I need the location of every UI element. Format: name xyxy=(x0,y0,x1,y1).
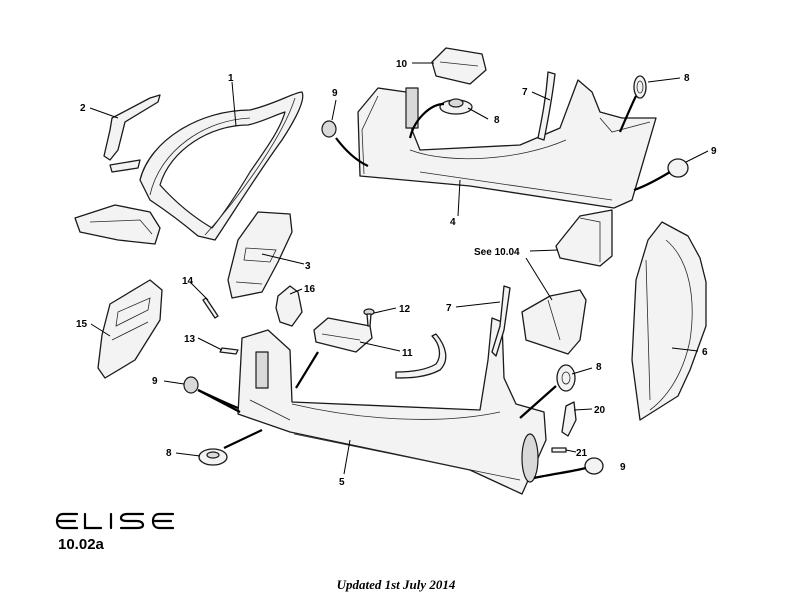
callout-15: 15 xyxy=(76,319,88,330)
callout-13: 13 xyxy=(184,334,196,345)
callout-7-upper: 7 xyxy=(522,87,528,98)
grommet-9-lower-left xyxy=(183,376,199,394)
callout-11: 11 xyxy=(402,348,413,359)
callout-12: 12 xyxy=(399,304,411,315)
callout-10: 10 xyxy=(396,59,408,70)
callout-9-upper-right: 9 xyxy=(711,146,717,157)
callout-1: 1 xyxy=(228,73,234,84)
callout-labels: 1 2 3 4 5 6 7 7 8 8 8 8 9 9 9 9 10 11 12… xyxy=(76,59,717,488)
callout-8-upper-mid: 8 xyxy=(494,115,500,126)
part-11-gasket xyxy=(313,317,373,353)
elise-logo xyxy=(55,512,175,530)
grommet-9-upper-right xyxy=(667,158,689,178)
callout-5: 5 xyxy=(339,477,345,488)
callout-9-lower-right: 9 xyxy=(620,462,626,473)
part-5-lower-sill xyxy=(237,317,547,495)
part-2-bracket xyxy=(103,94,161,173)
callout-9-lower-left: 9 xyxy=(152,376,158,387)
updated-date: Updated 1st July 2014 xyxy=(336,577,456,592)
figure-reference: 10.02a xyxy=(58,536,104,553)
duct-see-10-04-lower xyxy=(521,289,587,355)
callout-8-lower-left: 8 xyxy=(166,448,172,459)
part-14-pin xyxy=(202,297,219,319)
part-1-front-arch xyxy=(74,91,304,245)
part-3-side-vent xyxy=(227,211,293,299)
part-7-seal-upper xyxy=(537,71,556,141)
callout-3: 3 xyxy=(305,261,311,272)
grommet-8-lower-left xyxy=(198,448,228,466)
callout-leaders xyxy=(89,62,709,475)
callout-see-10-04: See 10.04 xyxy=(474,247,520,258)
callout-2: 2 xyxy=(80,103,86,114)
callout-7-lower: 7 xyxy=(446,303,452,314)
callout-21: 21 xyxy=(576,448,588,459)
part-20-bracket xyxy=(561,401,577,437)
part-7-seal-lower xyxy=(395,285,511,379)
callout-20: 20 xyxy=(594,405,606,416)
part-10-cover xyxy=(431,47,487,85)
grommet-8-upper-right xyxy=(633,75,647,99)
bold-leaders xyxy=(197,95,671,480)
part-6-rear-arch xyxy=(631,221,707,421)
part-21-pin xyxy=(551,447,567,453)
part-16-bracket xyxy=(275,285,303,327)
callout-8-lower-right: 8 xyxy=(596,362,602,373)
grommet-8-lower-right xyxy=(556,364,576,392)
callout-16: 16 xyxy=(304,284,316,295)
callout-8-upper-right: 8 xyxy=(684,73,690,84)
duct-see-10-04-upper xyxy=(555,209,613,267)
callout-4: 4 xyxy=(450,217,456,228)
callout-9-upper-left: 9 xyxy=(332,88,338,99)
part-4-upper-sill xyxy=(357,79,657,209)
grommet-9-lower-right xyxy=(584,457,604,475)
part-13-strip xyxy=(219,347,239,355)
callout-14: 14 xyxy=(182,276,194,287)
callout-6: 6 xyxy=(702,347,708,358)
grommet-9-upper-left xyxy=(321,120,337,138)
part-12-fastener xyxy=(363,308,375,327)
part-15-side-vent xyxy=(97,279,163,379)
grommet-8-upper-mid xyxy=(439,98,473,115)
